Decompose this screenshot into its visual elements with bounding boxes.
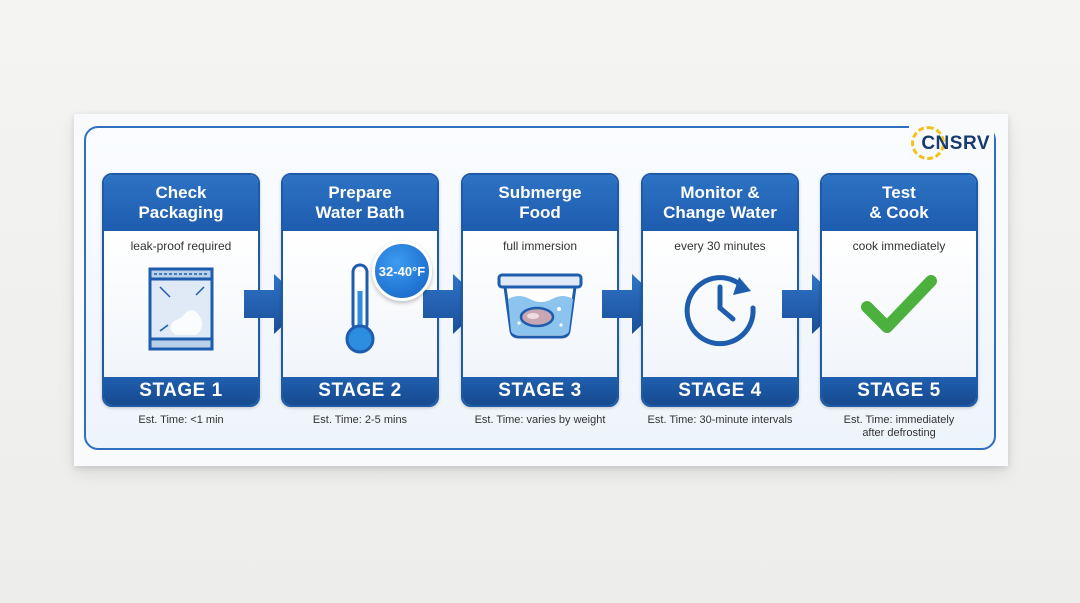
temperature-badge: 32-40°F [372,241,432,301]
arrow-right-icon [782,274,844,334]
stage-label: STAGE 3 [463,377,617,405]
stage-est-time: Est. Time: 30-minute intervals [647,414,793,426]
stage-label: STAGE 5 [822,377,976,405]
stage-title: Monitor & Change Water [643,175,797,231]
stage-title: Check Packaging [104,175,258,231]
stage-note: full immersion [502,239,577,253]
stage-est-time: Est. Time: varies by weight [474,414,606,426]
stage-label: STAGE 1 [104,377,258,405]
clock-refresh-icon [643,263,797,353]
stage-card-5: Test & Cook cook immediately STAGE 5 [820,173,978,407]
vacuum-bag-icon [104,265,258,353]
stage-title: Prepare Water Bath [283,175,437,231]
arrow-right-icon [602,274,664,334]
arrow-right-icon [423,274,485,334]
stage-est-time: Est. Time: immediately after defrosting [843,414,955,439]
checkmark-icon [822,273,976,337]
stage-note: cook immediately [852,239,946,253]
stage-label: STAGE 4 [643,377,797,405]
stage-label: STAGE 2 [283,377,437,405]
stage-card-3: Submerge Food full immersion STAGE 3 [461,173,619,407]
stage-note: every 30 minutes [674,239,766,253]
stage-est-time: Est. Time: <1 min [138,414,224,426]
stage-note: leak-proof required [130,239,232,253]
stage-title: Submerge Food [463,175,617,231]
stage-title: Test & Cook [822,175,976,231]
logo-ring-icon [911,126,946,160]
logo-text: CNSRV [921,133,990,154]
water-container-icon [463,271,617,341]
stage-card-1: Check Packaging leak-proof required STAG… [102,173,260,407]
stage-card-4: Monitor & Change Water every 30 minutes … [641,173,799,407]
thermometer-icon [283,261,437,355]
arrow-right-icon [244,274,306,334]
process-poster: CNSRV Check Packaging leak-proof require… [74,114,1008,466]
stage-est-time: Est. Time: 2-5 mins [312,414,408,426]
brand-logo: CNSRV [909,126,994,162]
